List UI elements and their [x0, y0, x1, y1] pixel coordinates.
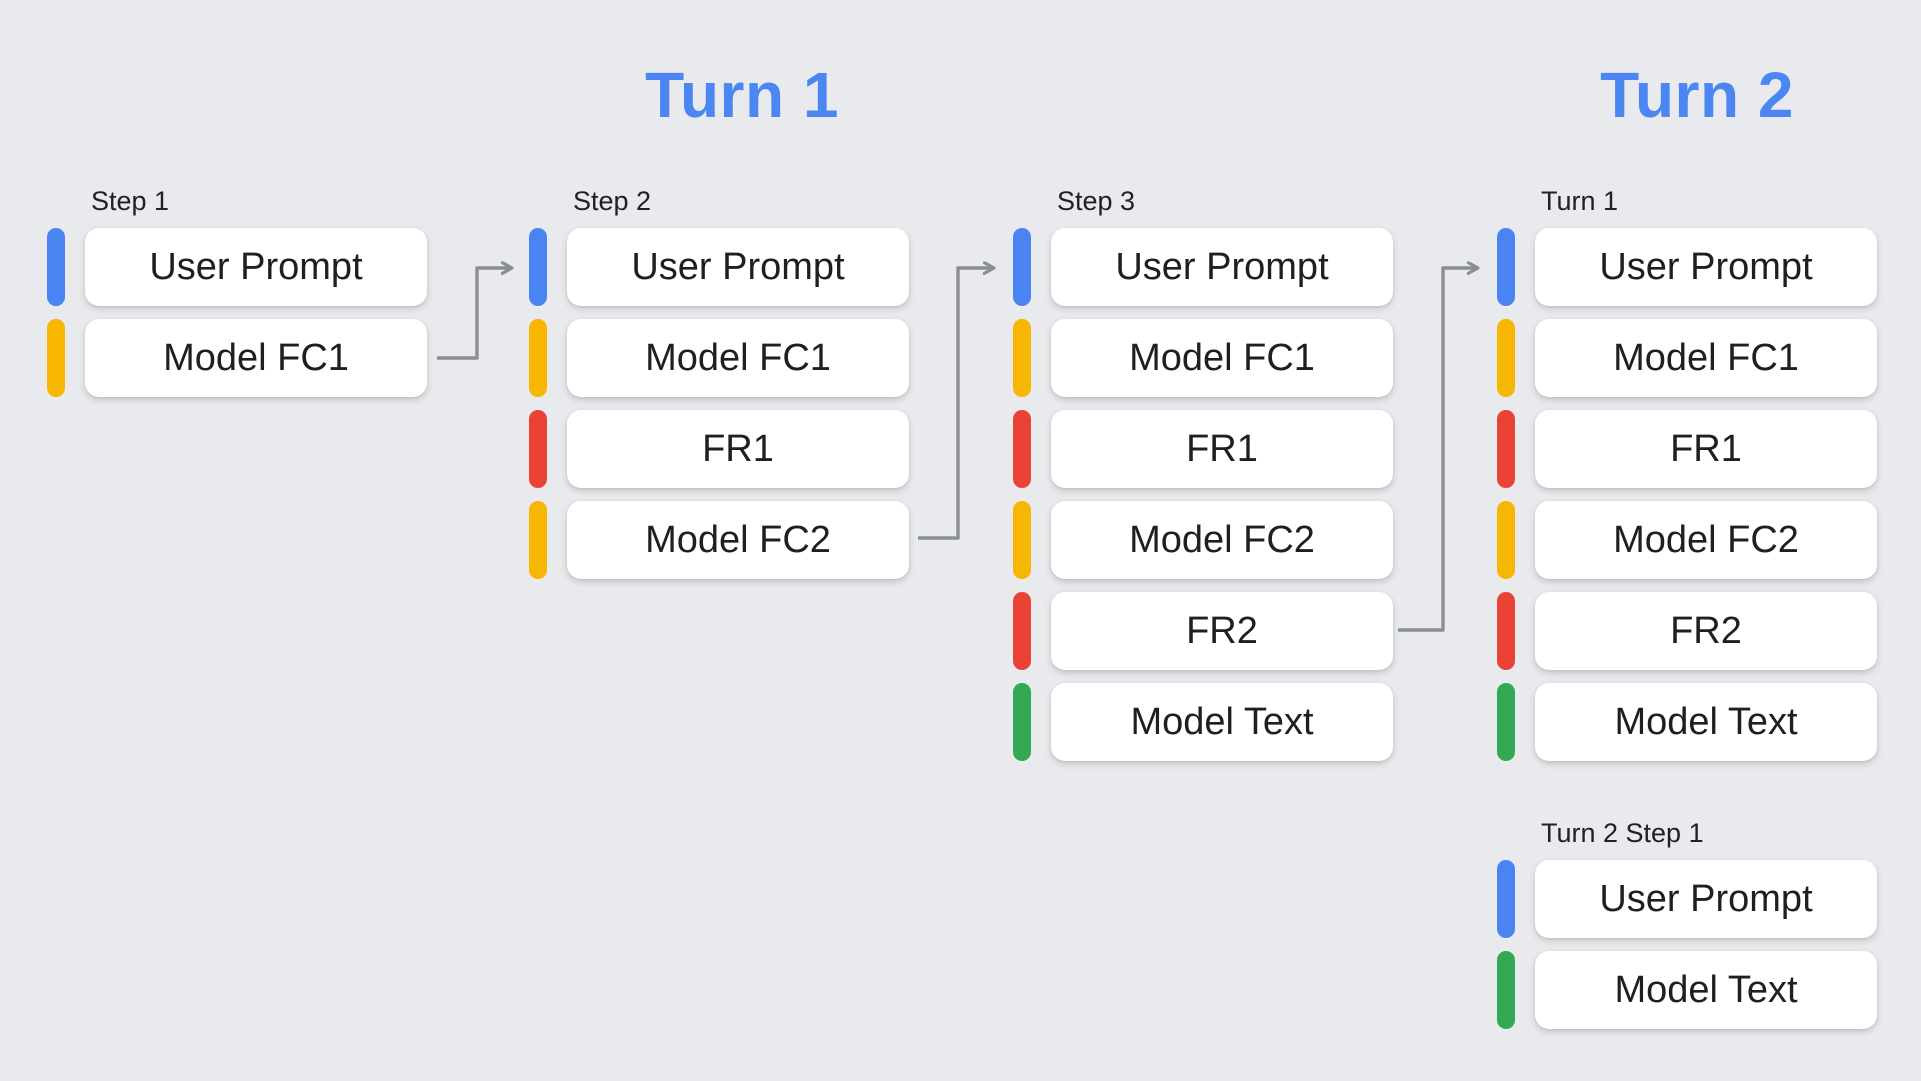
card-row: FR1	[1013, 410, 1393, 488]
card-user-prompt: User Prompt	[85, 228, 427, 306]
card-row: FR1	[529, 410, 909, 488]
card-row: Model Text	[1013, 683, 1393, 761]
flow-arrow-step1-to-step2	[437, 268, 512, 360]
turn-2-header: Turn 2	[1600, 59, 1794, 131]
model-fc-color-bar	[47, 319, 65, 397]
card-row: User Prompt	[1497, 860, 1877, 938]
column-turn-2-step-1: Turn 2 Step 1 User Prompt Model Text	[1497, 818, 1877, 1042]
card-model-text: Model Text	[1051, 683, 1393, 761]
model-text-color-bar	[1013, 683, 1031, 761]
card-fr2: FR2	[1535, 592, 1877, 670]
card-row: User Prompt	[47, 228, 427, 306]
card-model-fc2: Model FC2	[1051, 501, 1393, 579]
model-fc-color-bar	[529, 319, 547, 397]
card-model-fc1: Model FC1	[567, 319, 909, 397]
user-prompt-color-bar	[47, 228, 65, 306]
card-fr1: FR1	[1535, 410, 1877, 488]
column-label: Step 1	[91, 186, 170, 216]
column-step-2: Step 2 User Prompt Model FC1 FR1 Model F…	[529, 186, 909, 592]
card-row: Model FC2	[1013, 501, 1393, 579]
card-row: Model FC1	[529, 319, 909, 397]
card-model-fc1: Model FC1	[1051, 319, 1393, 397]
card-row: FR1	[1497, 410, 1877, 488]
model-fc-color-bar	[529, 501, 547, 579]
function-response-color-bar	[1013, 410, 1031, 488]
function-response-color-bar	[1013, 592, 1031, 670]
card-row: Model FC1	[1497, 319, 1877, 397]
card-row: FR2	[1013, 592, 1393, 670]
card-row: User Prompt	[529, 228, 909, 306]
model-fc-color-bar	[1013, 501, 1031, 579]
card-row: Model FC2	[529, 501, 909, 579]
card-model-text: Model Text	[1535, 951, 1877, 1029]
card-model-text: Model Text	[1535, 683, 1877, 761]
user-prompt-color-bar	[529, 228, 547, 306]
card-row: Model FC2	[1497, 501, 1877, 579]
card-row: Model FC1	[1013, 319, 1393, 397]
turn-1-header: Turn 1	[645, 59, 839, 131]
card-model-fc1: Model FC1	[85, 319, 427, 397]
card-fr2: FR2	[1051, 592, 1393, 670]
card-model-fc2: Model FC2	[567, 501, 909, 579]
function-response-color-bar	[529, 410, 547, 488]
card-row: User Prompt	[1013, 228, 1393, 306]
card-model-fc1: Model FC1	[1535, 319, 1877, 397]
card-fr1: FR1	[567, 410, 909, 488]
card-row: FR2	[1497, 592, 1877, 670]
column-label: Turn 2 Step 1	[1541, 818, 1704, 848]
card-row: Model Text	[1497, 951, 1877, 1029]
column-label: Step 3	[1057, 186, 1136, 216]
user-prompt-color-bar	[1013, 228, 1031, 306]
user-prompt-color-bar	[1497, 860, 1515, 938]
model-fc-color-bar	[1013, 319, 1031, 397]
column-step-3: Step 3 User Prompt Model FC1 FR1 Model F…	[1013, 186, 1393, 774]
user-prompt-color-bar	[1497, 228, 1515, 306]
model-text-color-bar	[1497, 683, 1515, 761]
function-response-color-bar	[1497, 592, 1515, 670]
column-label: Turn 1	[1541, 186, 1619, 216]
column-label: Step 2	[573, 186, 652, 216]
model-text-color-bar	[1497, 951, 1515, 1029]
card-fr1: FR1	[1051, 410, 1393, 488]
card-row: Model Text	[1497, 683, 1877, 761]
card-user-prompt: User Prompt	[1535, 228, 1877, 306]
column-turn-1: Turn 1 User Prompt Model FC1 FR1 Model F…	[1497, 186, 1877, 774]
card-user-prompt: User Prompt	[567, 228, 909, 306]
card-model-fc2: Model FC2	[1535, 501, 1877, 579]
model-fc-color-bar	[1497, 501, 1515, 579]
card-row: Model FC1	[47, 319, 427, 397]
card-user-prompt: User Prompt	[1535, 860, 1877, 938]
flow-arrow-step3-to-turn1	[1398, 268, 1478, 632]
flow-arrow-step2-to-step3	[918, 268, 994, 540]
card-user-prompt: User Prompt	[1051, 228, 1393, 306]
card-row: User Prompt	[1497, 228, 1877, 306]
function-response-color-bar	[1497, 410, 1515, 488]
model-fc-color-bar	[1497, 319, 1515, 397]
column-step-1: Step 1 User Prompt Model FC1	[47, 186, 427, 410]
